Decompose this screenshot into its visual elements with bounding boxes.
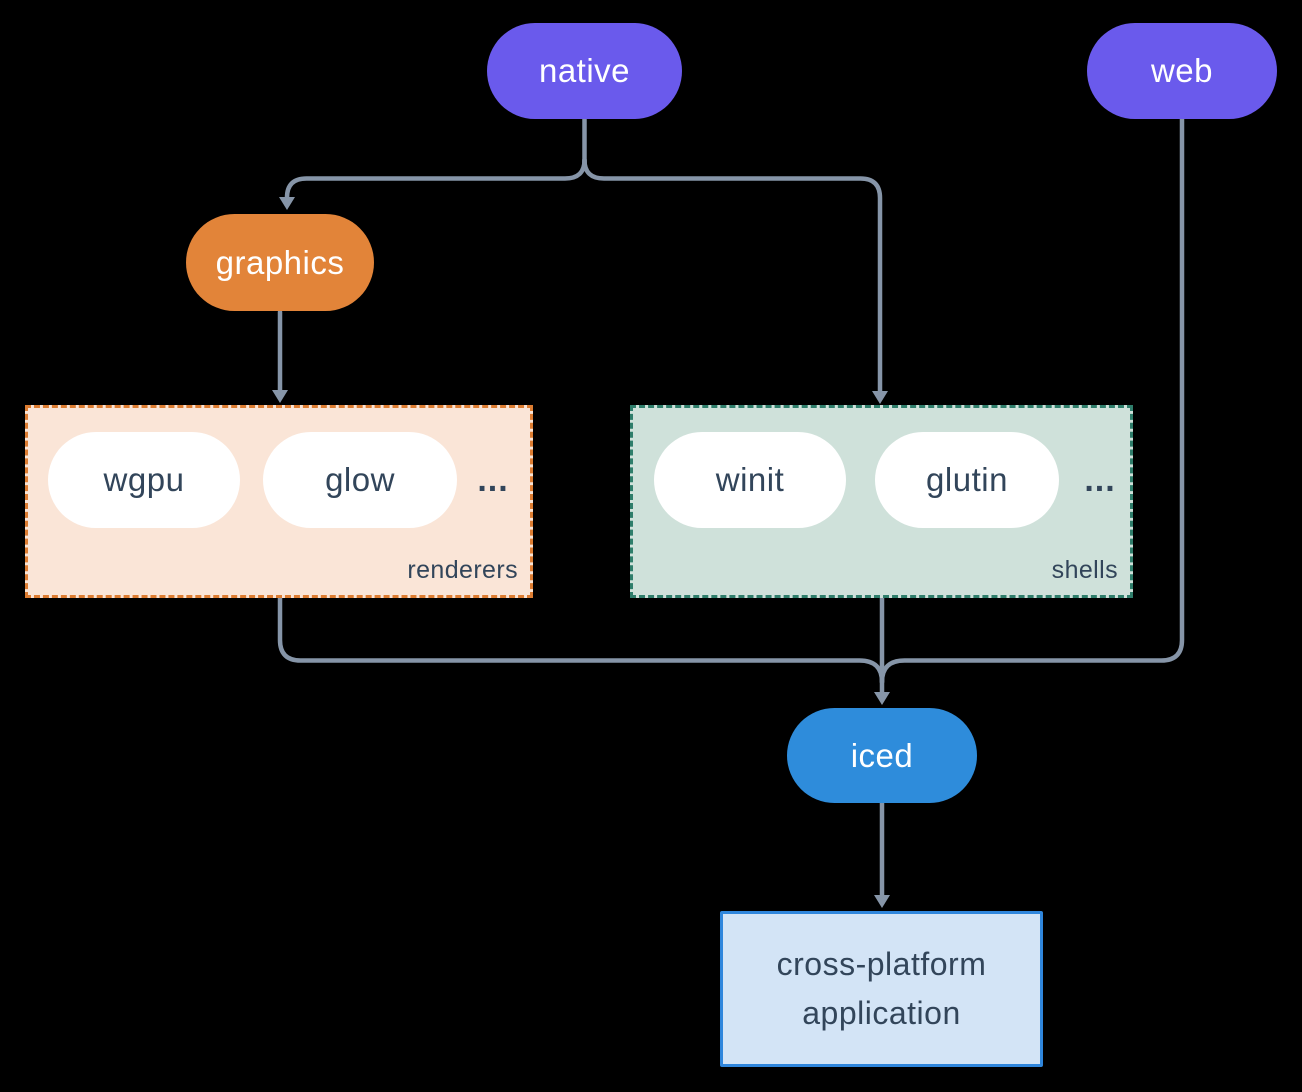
node-web: web bbox=[1087, 23, 1277, 119]
node-glow: glow bbox=[263, 432, 457, 528]
arrowhead-into-application bbox=[874, 895, 890, 908]
application-label-line2: application bbox=[802, 995, 961, 1031]
node-native: native bbox=[487, 23, 682, 119]
edge-native-to-shells bbox=[582, 157, 883, 394]
renderers-ellipsis: ... bbox=[477, 460, 509, 499]
arrowhead-into-iced bbox=[874, 692, 890, 705]
arrowhead-into-shells bbox=[872, 391, 888, 404]
edge-native-to-graphics bbox=[284, 157, 587, 201]
node-iced: iced bbox=[787, 708, 977, 803]
arrowhead-into-graphics bbox=[279, 197, 295, 210]
group-shells-label: shells bbox=[1051, 556, 1118, 584]
node-glutin: glutin bbox=[875, 432, 1059, 528]
node-winit: winit bbox=[654, 432, 846, 528]
edge-renderers-to-iced bbox=[277, 595, 885, 685]
shells-ellipsis: ... bbox=[1084, 460, 1116, 499]
node-graphics: graphics bbox=[186, 214, 374, 311]
node-wgpu: wgpu bbox=[48, 432, 240, 528]
group-renderers-label: renderers bbox=[407, 556, 518, 584]
arrowhead-into-renderers bbox=[272, 390, 288, 403]
node-cross-platform-application: cross-platform application bbox=[720, 911, 1043, 1067]
application-label-line1: cross-platform bbox=[776, 946, 987, 982]
